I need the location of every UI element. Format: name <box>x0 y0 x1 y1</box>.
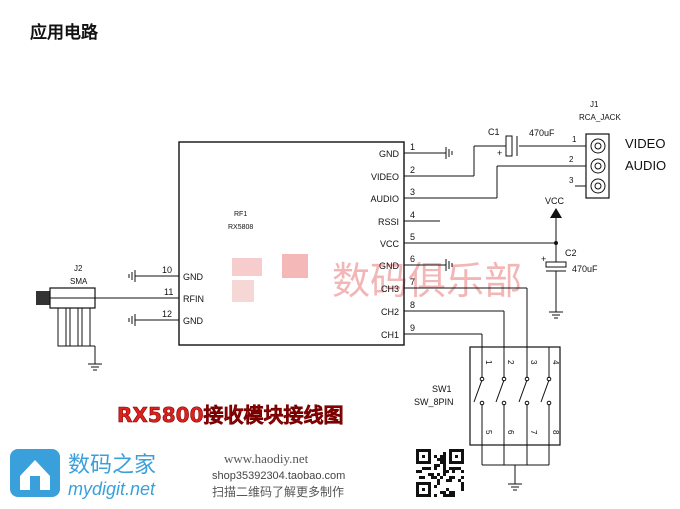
pin-number: 5 <box>410 232 415 242</box>
sw1-pin: 4 <box>551 360 560 365</box>
j1-pin: 3 <box>569 176 574 185</box>
pin-name: GND <box>379 261 400 271</box>
footer-info: www.haodiy.net shop35392304.taobao.com 扫… <box>212 451 345 499</box>
brand-name-cn: 数码之家 <box>68 453 156 478</box>
site-url: www.haodiy.net <box>224 451 309 466</box>
sw1-pin: 5 <box>484 430 493 435</box>
footer-brand: 数码之家 mydigit.net <box>10 449 156 499</box>
pin-number: 9 <box>410 323 415 333</box>
c1-polarity: + <box>497 148 502 158</box>
rca-jack-j1: J1 RCA_JACK 1 2 3 VIDEO AUDIO <box>569 100 666 199</box>
sw1-pin: 1 <box>484 360 493 365</box>
pin-name: GND <box>183 316 204 326</box>
brand-name-en: mydigit.net <box>68 479 156 499</box>
c2-ref: C2 <box>565 248 577 258</box>
pin-name: CH3 <box>381 284 399 294</box>
pin-name: GND <box>379 149 400 159</box>
pin-name: CH1 <box>381 330 399 340</box>
module-part: RX5808 <box>228 224 253 231</box>
pin-name: VIDEO <box>371 172 399 182</box>
pin-number: 7 <box>410 277 415 287</box>
module-right-pins: GND VIDEO AUDIO RSSI VCC GND CH3 CH2 CH1… <box>370 142 556 340</box>
pin-name: GND <box>183 272 204 282</box>
j2-ref: J2 <box>74 264 83 273</box>
watermark-text: 数码俱乐部 <box>332 259 522 303</box>
sw1-pin: 3 <box>529 360 538 365</box>
ground-symbol <box>128 270 136 282</box>
pin-name: AUDIO <box>370 194 399 204</box>
sw1-pin: 8 <box>551 430 560 435</box>
vcc-label: VCC <box>545 196 565 206</box>
pin-number: 4 <box>410 210 415 220</box>
pin-number: 8 <box>410 300 415 310</box>
module-left-pins: GND RFIN GND 10 11 12 <box>95 265 204 326</box>
qr-code <box>414 447 466 499</box>
shop-url: shop35392304.taobao.com <box>212 470 345 482</box>
watermark: 数码俱乐部 <box>232 254 522 303</box>
pin-number: 12 <box>162 309 172 319</box>
pin-name: RSSI <box>378 217 399 227</box>
j1-label-audio: AUDIO <box>625 158 666 173</box>
pin-name: CH2 <box>381 307 399 317</box>
pin-number: 2 <box>410 165 415 175</box>
capacitor-c2: + C2 470uF <box>541 248 598 319</box>
sw1-pin: 7 <box>529 430 538 435</box>
j1-ref: J1 <box>590 100 599 109</box>
page-title: 应用电路 <box>30 22 99 42</box>
pin-number: 1 <box>410 142 415 152</box>
sw1-pin: 6 <box>506 430 515 435</box>
c2-polarity: + <box>541 254 546 264</box>
module-ref: RF1 <box>234 211 247 218</box>
ground-symbol <box>445 147 453 159</box>
pin-name: VCC <box>380 239 400 249</box>
channel-nets <box>481 288 528 347</box>
pin-number: 6 <box>410 254 415 264</box>
c1-ref: C1 <box>488 127 500 137</box>
j1-pin: 1 <box>572 135 577 144</box>
pin-name: RFIN <box>183 294 204 304</box>
footer-slogan: 扫描二维码了解更多制作 <box>212 485 344 499</box>
j1-pin: 2 <box>569 155 574 164</box>
sma-connector-j2: J2 SMA <box>36 264 102 371</box>
j1-part: RCA_JACK <box>579 113 621 122</box>
sw1-ref: SW1 <box>432 384 452 394</box>
pin-number: 11 <box>164 287 173 297</box>
ground-symbol <box>128 314 136 326</box>
c2-value: 470uF <box>572 264 598 274</box>
sw1-part: SW_8PIN <box>414 397 454 407</box>
audio-net <box>446 165 586 199</box>
sw1-pin: 2 <box>506 360 515 365</box>
j1-label-video: VIDEO <box>625 136 665 151</box>
capacitor-c1: + C1 470uF <box>488 127 555 158</box>
pin-number: 3 <box>410 187 415 197</box>
video-net <box>446 145 586 177</box>
ground-symbol <box>445 259 453 271</box>
diagram-caption: RX5800接收模块接线图 <box>117 403 343 427</box>
dip-switch-sw1: 1 2 3 4 5 6 7 8 SW1 SW_8PIN <box>414 346 561 491</box>
c1-value: 470uF <box>529 128 555 138</box>
j2-part: SMA <box>70 277 88 286</box>
pin-number: 10 <box>162 265 172 275</box>
vcc-supply: VCC <box>545 196 565 262</box>
